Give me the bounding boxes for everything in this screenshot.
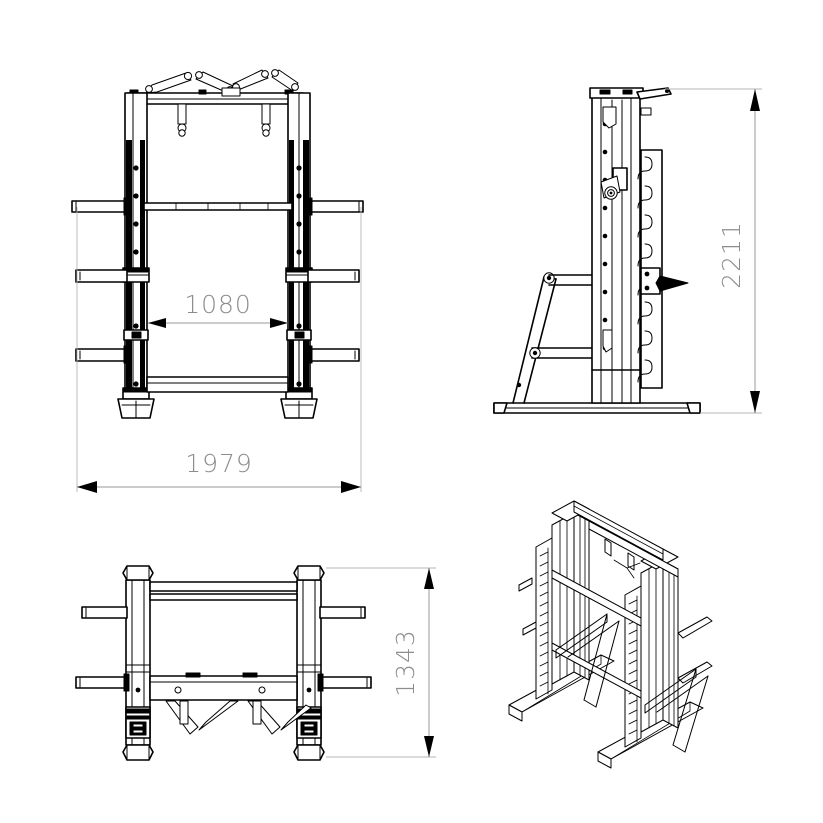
iso-upright-rear [518,500,590,700]
dimension-overall-width: 1979 [76,207,362,493]
top-cross-beams [149,581,298,601]
front-left-upright [117,92,155,419]
front-bottom-crossbar [146,376,289,393]
front-plate-pegs-low [75,345,360,364]
side-hook-rail [637,149,689,389]
dimension-label-2211: 2211 [717,221,746,289]
dimension-label-1979: 1979 [185,449,253,478]
dimension-inner-width: 1080 [148,290,288,328]
dimension-overall-height: 2211 [665,88,762,414]
top-right-upright [293,565,325,761]
front-right-upright [280,92,318,419]
iso-mid-rails [551,569,642,699]
isometric-view [508,500,713,769]
iso-upright-front [624,548,713,748]
dimension-label-1080: 1080 [184,290,252,319]
top-left-upright [122,565,154,761]
side-upright-column [589,87,672,404]
dimension-overall-depth: 1343 [326,567,436,758]
top-view: 1343 [75,565,436,761]
top-plate-pegs [75,606,372,692]
iso-support-legs [555,613,709,753]
top-angled-grips [165,700,312,735]
iso-top-beams [573,500,679,579]
dimension-label-1343: 1343 [391,629,420,697]
front-view: 1080 1979 [71,69,364,493]
side-view: 2211 [493,87,762,414]
side-base-foot [493,402,701,414]
top-lower-beam [149,672,298,701]
front-plate-pegs-mid [75,269,360,283]
front-barbell [71,197,364,216]
